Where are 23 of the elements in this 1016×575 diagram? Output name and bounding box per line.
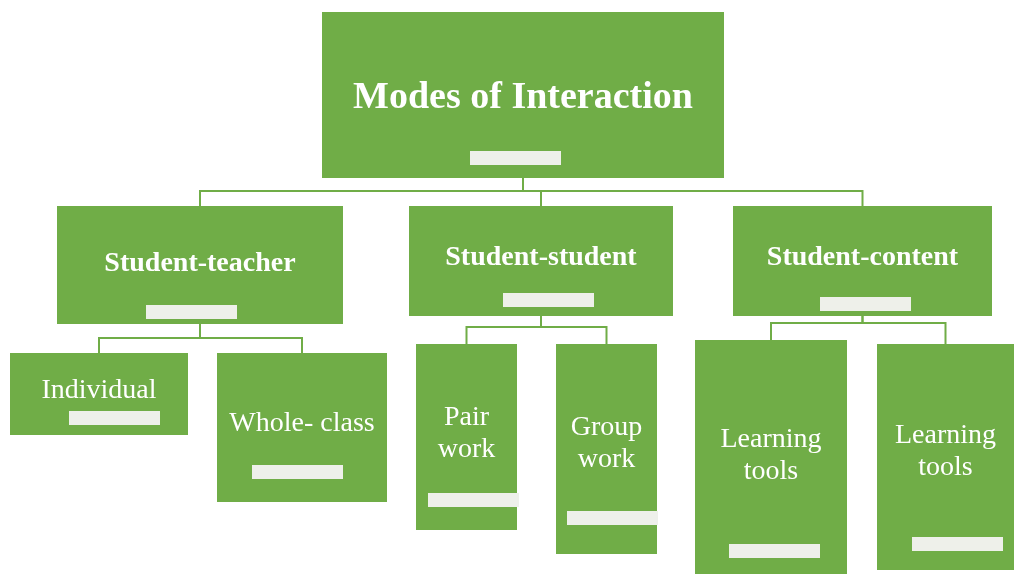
box-label: Modes of Interaction: [352, 74, 694, 118]
category-box: [409, 206, 673, 316]
box-label: Individual: [40, 373, 158, 406]
connector-line: [540, 315, 608, 345]
box-label: Group work: [569, 410, 644, 475]
box-label: Student-content: [765, 240, 960, 273]
connector-line: [522, 177, 864, 207]
title-box: [322, 12, 724, 178]
box-label: Learning tools: [893, 418, 998, 483]
category-box: [556, 344, 657, 554]
category-box: [733, 206, 992, 316]
category-box: [877, 344, 1014, 570]
category-box: [57, 206, 343, 324]
category-box: [217, 353, 387, 502]
box-label: Student-student: [444, 240, 638, 273]
category-box: [10, 353, 188, 435]
category-box: [416, 344, 517, 530]
box-label: Whole- class: [228, 406, 376, 439]
box-label: Student-teacher: [103, 246, 297, 279]
category-box: [695, 340, 847, 574]
connector-line: [861, 315, 947, 345]
box-label: Learning tools: [719, 422, 823, 487]
box-label: Pair work: [436, 400, 497, 465]
